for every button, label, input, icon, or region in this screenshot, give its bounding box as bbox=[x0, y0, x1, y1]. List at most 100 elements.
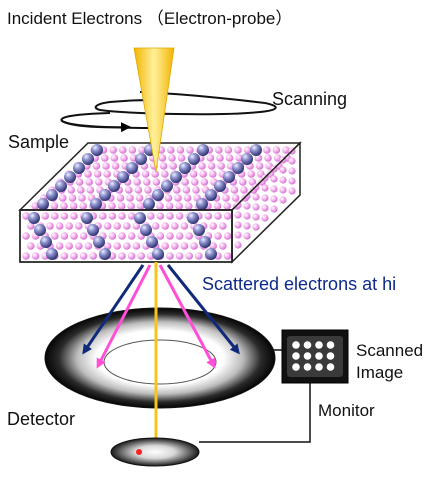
heavy-atom bbox=[91, 144, 103, 156]
light-atom bbox=[204, 212, 213, 220]
sample-label: Sample bbox=[8, 132, 70, 152]
heavy-atom bbox=[99, 248, 111, 260]
heavy-atom bbox=[250, 144, 262, 156]
heavy-atom bbox=[152, 248, 164, 260]
light-atom bbox=[147, 212, 155, 220]
light-atom bbox=[127, 232, 136, 240]
light-atom bbox=[255, 162, 264, 170]
light-atom bbox=[264, 154, 272, 162]
light-atom bbox=[164, 194, 173, 202]
light-atom bbox=[231, 194, 240, 202]
light-atom bbox=[169, 162, 177, 170]
light-atom bbox=[67, 186, 75, 194]
screen-dot bbox=[292, 352, 300, 360]
light-atom bbox=[195, 252, 203, 260]
light-atom bbox=[171, 222, 179, 230]
light-atom bbox=[161, 170, 169, 178]
heavy-atom bbox=[205, 189, 217, 201]
heavy-atom bbox=[187, 212, 199, 224]
light-atom bbox=[158, 154, 167, 162]
heavy-atom bbox=[87, 224, 99, 236]
light-atom bbox=[161, 222, 169, 230]
light-atom bbox=[109, 146, 117, 154]
light-atom bbox=[113, 242, 121, 250]
light-atom bbox=[141, 170, 150, 178]
light-atom bbox=[65, 242, 73, 250]
heavy-atom bbox=[37, 198, 49, 210]
light-atom bbox=[252, 193, 260, 201]
light-atom bbox=[127, 202, 135, 210]
bright-field-detector bbox=[110, 437, 200, 467]
screen-dot bbox=[326, 341, 335, 349]
light-atom bbox=[70, 232, 78, 240]
heavy-atom bbox=[161, 180, 173, 192]
light-atom bbox=[288, 177, 296, 185]
heavy-atom bbox=[143, 198, 155, 210]
light-atom bbox=[89, 252, 97, 260]
light-atom bbox=[270, 185, 278, 193]
light-atom bbox=[60, 212, 69, 220]
screen-dot bbox=[315, 341, 323, 349]
light-atom bbox=[65, 222, 73, 230]
light-atom bbox=[252, 203, 260, 211]
light-atom bbox=[103, 222, 112, 230]
heavy-atom bbox=[241, 153, 253, 165]
light-atom bbox=[209, 170, 217, 178]
light-atom bbox=[167, 146, 175, 154]
light-atom bbox=[120, 154, 128, 162]
light-atom bbox=[27, 222, 35, 230]
light-atom bbox=[137, 252, 145, 260]
light-atom bbox=[279, 196, 287, 204]
light-atom bbox=[174, 194, 182, 202]
light-atom bbox=[223, 202, 231, 210]
light-atom bbox=[207, 162, 216, 170]
light-atom bbox=[22, 252, 30, 260]
light-atom bbox=[132, 242, 141, 250]
screen-dot bbox=[303, 363, 312, 371]
light-atom bbox=[175, 232, 184, 240]
heavy-atom bbox=[152, 189, 164, 201]
light-atom bbox=[180, 242, 189, 250]
light-atom bbox=[223, 212, 232, 220]
light-atom bbox=[234, 231, 242, 239]
light-atom bbox=[175, 212, 184, 220]
screen-dot bbox=[303, 341, 312, 349]
heavy-atom bbox=[34, 224, 46, 236]
light-atom bbox=[279, 166, 287, 174]
light-atom bbox=[127, 212, 136, 220]
light-atom bbox=[103, 242, 112, 250]
heavy-atom bbox=[134, 212, 146, 224]
light-atom bbox=[118, 252, 126, 260]
light-atom bbox=[261, 204, 269, 212]
light-atom bbox=[77, 186, 85, 194]
light-atom bbox=[191, 178, 199, 186]
light-atom bbox=[22, 232, 30, 240]
light-atom bbox=[132, 222, 141, 230]
light-atom bbox=[183, 194, 192, 202]
heavy-atom bbox=[117, 171, 129, 183]
light-atom bbox=[165, 202, 174, 210]
light-atom bbox=[113, 222, 121, 230]
heavy-atom bbox=[46, 248, 58, 260]
light-atom bbox=[93, 170, 102, 178]
light-atom bbox=[60, 252, 69, 260]
heavy-atom bbox=[40, 236, 52, 248]
light-atom bbox=[27, 242, 35, 250]
light-atom bbox=[102, 162, 110, 170]
heavy-atom bbox=[205, 248, 217, 260]
light-atom bbox=[198, 162, 206, 170]
heavy-atom bbox=[93, 236, 105, 248]
light-atom bbox=[166, 252, 174, 260]
light-atom bbox=[70, 212, 78, 220]
light-atom bbox=[133, 178, 141, 186]
annular-detector bbox=[44, 307, 276, 409]
light-atom bbox=[151, 170, 159, 178]
light-atom bbox=[84, 170, 92, 178]
light-atom bbox=[166, 232, 174, 240]
light-atom bbox=[243, 202, 251, 210]
light-atom bbox=[75, 178, 84, 186]
light-atom bbox=[199, 170, 207, 178]
light-atom bbox=[134, 186, 143, 194]
light-atom bbox=[263, 146, 271, 154]
